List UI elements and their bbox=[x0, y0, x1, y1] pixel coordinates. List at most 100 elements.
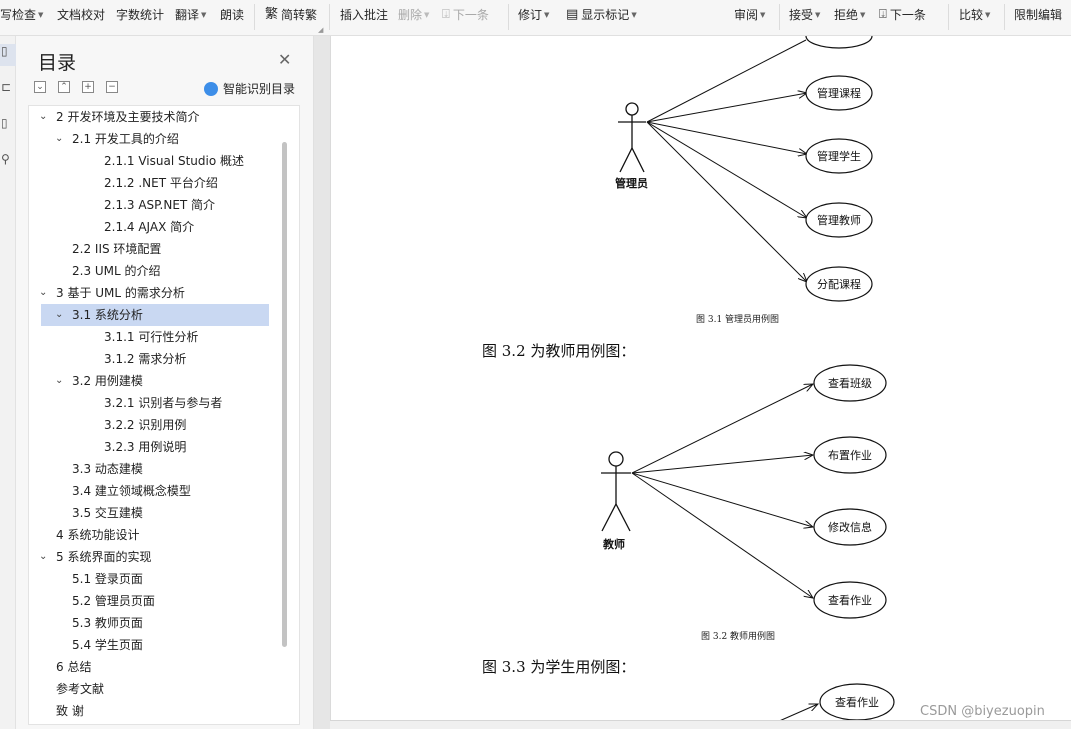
chevron-down-icon: ▼ bbox=[201, 11, 207, 19]
toc-item[interactable]: 3.1.2 需求分析 bbox=[29, 348, 281, 370]
toc-item-label: 3.1 系统分析 bbox=[72, 308, 143, 322]
toc-item-label: 2 开发环境及主要技术简介 bbox=[56, 110, 200, 124]
delete-comment-button[interactable]: 删除▼ bbox=[398, 8, 430, 22]
traditional-char-icon: 繁 bbox=[265, 7, 279, 22]
insert-comment-button[interactable]: 插入批注 bbox=[340, 8, 389, 22]
chevron-down-icon[interactable]: ⌄ bbox=[39, 111, 48, 122]
chevron-down-icon[interactable]: ⌄ bbox=[39, 287, 48, 298]
next-comment-icon: ⍗ bbox=[442, 7, 450, 22]
next-comment-button[interactable]: ⍗下一条 bbox=[442, 7, 489, 22]
toc-item-label: 3.1.2 需求分析 bbox=[104, 352, 187, 366]
toc-panel: 目录 ✕ ⌄ ⌃ + − 智能识别目录 ⌄2 开发环境及主要技术简介⌄2.1 开… bbox=[16, 36, 314, 729]
markup-icon: ▤ bbox=[566, 7, 579, 22]
toc-item[interactable]: ⌄3 基于 UML 的需求分析 bbox=[29, 282, 281, 304]
toc-item[interactable]: ⌄5 系统界面的实现 bbox=[29, 546, 281, 568]
bookmark-view-icon[interactable]: ▯ bbox=[1, 116, 8, 130]
use-case-diagrams: 管理员 管理课程 管理学生 管理教师 分配课程 教师 bbox=[601, 36, 895, 723]
toolbar-divider bbox=[948, 4, 949, 30]
chevron-down-icon: ▼ bbox=[544, 11, 550, 19]
remove-heading-icon[interactable]: − bbox=[106, 81, 118, 93]
chevron-down-icon[interactable]: ⌄ bbox=[55, 133, 64, 144]
toc-item[interactable]: 2.1.2 .NET 平台介绍 bbox=[29, 172, 281, 194]
use-case-label: 修改信息 bbox=[828, 520, 872, 534]
watermark: CSDN @biyezuopin bbox=[920, 704, 1045, 719]
toc-item-label: 6 总结 bbox=[56, 660, 92, 674]
toc-item-label: 2.1.1 Visual Studio 概述 bbox=[104, 154, 245, 168]
show-markup-button[interactable]: ▤显示标记▼ bbox=[566, 7, 637, 22]
spell-check-button[interactable]: 写检查▼ bbox=[0, 8, 44, 22]
toc-item[interactable]: 2.3 UML 的介绍 bbox=[29, 260, 281, 282]
toc-item[interactable]: 2.1.1 Visual Studio 概述 bbox=[29, 150, 281, 172]
teacher-actor-label: 教师 bbox=[602, 537, 625, 551]
group-expand-icon[interactable]: ◢ bbox=[318, 26, 324, 34]
toc-item[interactable]: 致 谢 bbox=[29, 700, 281, 722]
toc-item[interactable]: 5.3 教师页面 bbox=[29, 612, 281, 634]
toolbar-divider bbox=[1004, 4, 1005, 30]
next-change-button[interactable]: ⍗下一条 bbox=[879, 7, 926, 22]
toc-item[interactable]: ⌄3.2 用例建模 bbox=[29, 370, 281, 392]
toc-item-label: 致 谢 bbox=[56, 704, 84, 718]
horizontal-scrollbar[interactable] bbox=[330, 720, 1071, 729]
admin-actor-label: 管理员 bbox=[615, 176, 648, 190]
chapter-view-icon[interactable]: ⊏ bbox=[1, 80, 12, 94]
toc-item[interactable]: ⌄2.1 开发工具的介绍 bbox=[29, 128, 281, 150]
chevron-down-icon: ▼ bbox=[760, 11, 766, 19]
use-case-label: 布置作业 bbox=[828, 449, 872, 462]
chevron-down-icon[interactable]: ⌄ bbox=[39, 551, 48, 562]
toc-item[interactable]: 3.5 交互建模 bbox=[29, 502, 281, 524]
toc-item-label: 5.4 学生页面 bbox=[72, 638, 143, 652]
proofread-button[interactable]: 文档校对 bbox=[57, 8, 106, 22]
close-icon[interactable]: ✕ bbox=[278, 50, 292, 69]
toc-item[interactable]: ⌄ 2 开发环境及主要技术简介 bbox=[29, 106, 281, 128]
word-count-button[interactable]: 字数统计 bbox=[116, 8, 165, 22]
smart-toc-button[interactable]: 智能识别目录 bbox=[204, 80, 295, 97]
translate-button[interactable]: 翻译▼ bbox=[175, 8, 207, 22]
figure-caption: 图 3.1 管理员用例图 bbox=[696, 315, 780, 325]
accept-button[interactable]: 接受▼ bbox=[789, 8, 821, 22]
toc-item[interactable]: 3.2.3 用例说明 bbox=[29, 436, 281, 458]
read-aloud-button[interactable]: 朗读 bbox=[220, 8, 245, 22]
toc-item[interactable]: 2.1.4 AJAX 简介 bbox=[29, 216, 281, 238]
use-case-label: 管理学生 bbox=[817, 149, 861, 163]
chevron-down-icon[interactable]: ⌄ bbox=[55, 309, 64, 320]
smart-toc-icon bbox=[204, 81, 218, 96]
toc-item[interactable]: 3.3 动态建模 bbox=[29, 458, 281, 480]
toc-item[interactable]: 6 总结 bbox=[29, 656, 281, 678]
toc-item[interactable]: 5.1 登录页面 bbox=[29, 568, 281, 590]
collapse-all-icon[interactable]: ⌃ bbox=[58, 81, 70, 93]
search-icon[interactable]: ⚲ bbox=[1, 152, 10, 166]
toc-item[interactable]: 2.1.3 ASP.NET 简介 bbox=[29, 194, 281, 216]
reject-button[interactable]: 拒绝▼ bbox=[834, 8, 866, 22]
chevron-down-icon: ▼ bbox=[985, 11, 991, 19]
add-heading-icon[interactable]: + bbox=[82, 81, 94, 93]
toc-item[interactable]: 4 系统功能设计 bbox=[29, 524, 281, 546]
toc-view-icon[interactable]: ▯ bbox=[0, 44, 16, 66]
toc-item[interactable]: 3.2.2 识别用例 bbox=[29, 414, 281, 436]
chevron-down-icon[interactable]: ⌄ bbox=[55, 375, 64, 386]
toc-scrollbar[interactable] bbox=[282, 142, 287, 647]
toc-item-label: 3.2.3 用例说明 bbox=[104, 440, 187, 454]
restrict-editing-button[interactable]: 限制编辑 bbox=[1014, 8, 1063, 22]
expand-all-icon[interactable]: ⌄ bbox=[34, 81, 46, 93]
simplified-to-traditional-button[interactable]: 繁简转繁 bbox=[265, 7, 318, 22]
toc-item-label: 2.1.4 AJAX 简介 bbox=[104, 220, 195, 234]
toc-item-label: 2.2 IIS 环境配置 bbox=[72, 242, 162, 256]
use-case-label: 管理课程 bbox=[817, 86, 861, 100]
toc-item[interactable]: 5.2 管理员页面 bbox=[29, 590, 281, 612]
track-changes-button[interactable]: 修订▼ bbox=[518, 8, 550, 22]
toc-item[interactable]: 2.2 IIS 环境配置 bbox=[29, 238, 281, 260]
toc-item[interactable]: 5.4 学生页面 bbox=[29, 634, 281, 656]
toc-item[interactable]: 3.1.1 可行性分析 bbox=[29, 326, 281, 348]
compare-button[interactable]: 比较▼ bbox=[959, 8, 991, 22]
toc-item-label: 参考文献 bbox=[56, 682, 105, 696]
toc-item[interactable]: 3.4 建立领域概念模型 bbox=[29, 480, 281, 502]
toc-item[interactable]: 参考文献 bbox=[29, 678, 281, 700]
use-case-ellipse bbox=[805, 36, 873, 49]
chevron-down-icon: ▼ bbox=[815, 11, 821, 19]
toc-item-label: 5.3 教师页面 bbox=[72, 616, 143, 630]
toc-item-label: 4 系统功能设计 bbox=[56, 528, 140, 542]
toc-item[interactable]: 3.2.1 识别者与参与者 bbox=[29, 392, 281, 414]
toolbar-divider bbox=[779, 4, 780, 30]
toc-item[interactable]: ⌄ 3.1 系统分析 bbox=[41, 304, 269, 326]
review-pane-button[interactable]: 审阅▼ bbox=[734, 8, 766, 22]
